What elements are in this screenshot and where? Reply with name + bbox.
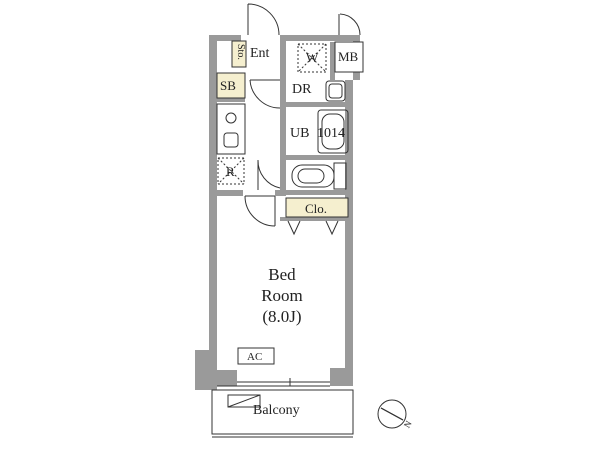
unit-bath-label: UB <box>290 126 310 141</box>
shoe-box-label: SB <box>220 78 236 93</box>
fixtures <box>211 40 364 438</box>
inner-walls <box>217 35 351 221</box>
compass <box>377 399 407 429</box>
unit-bath-size: 1014 <box>317 126 345 141</box>
storage-label: Sto. <box>235 44 246 60</box>
dressing-room-label: DR <box>292 82 312 97</box>
bedroom-label: Bed Room (8.0J) <box>247 264 317 327</box>
entrance-label: Ent <box>250 46 270 61</box>
bedroom-size: (8.0J) <box>262 307 302 326</box>
closet-label: Clo. <box>305 201 328 216</box>
meter-box-label: MB <box>338 49 359 64</box>
washer-label: W <box>306 50 319 65</box>
bedroom-label-line2: Room <box>261 286 303 305</box>
air-conditioner-label: AC <box>247 351 263 363</box>
bedroom-label-line1: Bed <box>268 265 296 284</box>
balcony-label: Balcony <box>253 403 300 418</box>
refrigerator-label: R <box>226 164 235 179</box>
doors <box>244 3 361 227</box>
